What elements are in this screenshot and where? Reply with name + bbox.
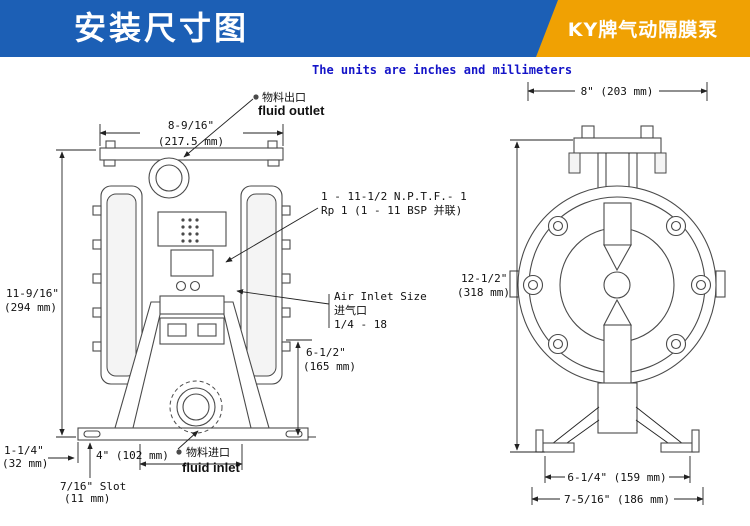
dim-front-right-mm: (165 mm): [303, 360, 356, 373]
front-view-labels: 物料出口 fluid outlet 1 - 11-1/2 N.P.T.F.- 1…: [176, 90, 467, 475]
front-view-dimensions: 8-9/16" (217.5 mm) 11-9/16" (294 mm) 6-1…: [2, 119, 356, 505]
center-hub: [603, 271, 631, 299]
dim-front-right-in: 6-1/2": [306, 346, 346, 359]
dim-side-feet-outer: 7-5/16" (186 mm): [564, 493, 670, 506]
dim-side-height-mm: (318 mm): [457, 286, 510, 299]
fluid-inlet-label-en: fluid inlet: [182, 460, 240, 475]
left-chamber-bolts: [92, 205, 102, 352]
leader-dot: [176, 449, 182, 455]
left-foot: [540, 442, 575, 453]
side-view-dimensions: 8" (203 mm) 12-1/2" (318 mm) 6-1/4" (159…: [457, 82, 708, 506]
dim-front-width-in: 8-9/16": [168, 119, 214, 132]
npt-spec-line2: Rp 1 (1 - 11 BSP 并联): [321, 203, 462, 217]
dim-base-edge-mm: (32 mm): [2, 457, 48, 470]
slot-dim-line1: 7/16" Slot: [60, 480, 126, 493]
air-inlet-line1: Air Inlet Size: [334, 290, 427, 303]
dim-feet-spacing: 4" (102 mm): [96, 449, 169, 462]
dim-front-height-mm: (294 mm): [4, 301, 57, 314]
mounting-slot-left: [83, 430, 101, 438]
dim-base-edge-in: 1-1/4": [4, 444, 44, 457]
dim-front-height-in: 11-9/16": [6, 287, 59, 300]
flange-bolts: [522, 215, 712, 355]
mounting-slot-right: [285, 430, 303, 438]
side-view-pump: [509, 125, 726, 453]
air-inlet-line2: 进气口: [334, 303, 367, 317]
fluid-outlet-label-cn: 物料出口: [262, 90, 306, 104]
right-foot: [660, 442, 695, 453]
dim-side-feet-inner: 6-1/4" (159 mm): [567, 471, 666, 484]
front-view-pump: [77, 140, 309, 441]
leader-dot: [253, 94, 259, 100]
air-valve-fitting: [175, 280, 187, 292]
page-title: 安装尺寸图: [74, 9, 250, 47]
air-inlet-line3: 1/4 - 18: [334, 318, 387, 331]
dim-side-height-in: 12-1/2": [461, 272, 507, 285]
brand-ribbon: KY牌气动隔膜泵: [536, 0, 750, 57]
dim-front-width-mm: (217.5 mm): [158, 135, 224, 148]
fluid-inlet-port: [169, 380, 223, 434]
slot-dim-line2: (11 mm): [64, 492, 110, 505]
base-plate: [77, 427, 309, 441]
brand-label: KY牌气动隔膜泵: [567, 19, 719, 41]
fluid-outlet-label-en: fluid outlet: [258, 103, 325, 118]
fluid-inlet-label-cn: 物料进口: [186, 445, 230, 459]
muffler-grid: [181, 218, 199, 243]
right-chamber-bolts: [281, 205, 291, 352]
header-bar: 安装尺寸图 KY牌气动隔膜泵: [0, 0, 750, 57]
units-note: The units are inches and millimeters: [312, 63, 573, 77]
dim-side-width: 8" (203 mm): [581, 85, 654, 98]
npt-spec-line1: 1 - 11-1/2 N.P.T.F.- 1: [321, 190, 467, 203]
